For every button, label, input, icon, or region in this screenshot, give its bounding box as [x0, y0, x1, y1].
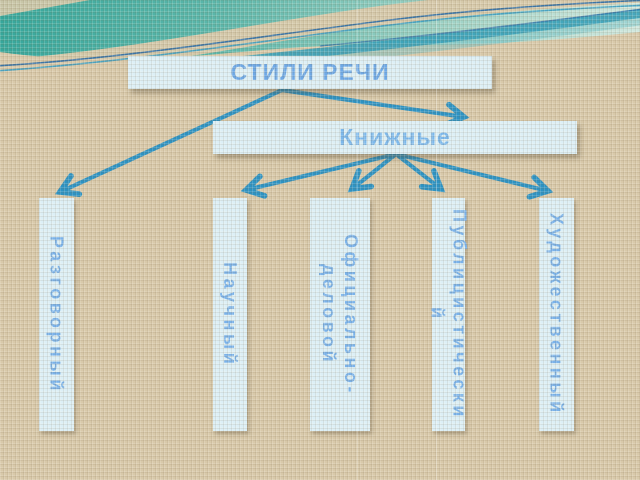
connector-arrow-title-to-books — [279, 87, 470, 128]
pillar-razgovorny: Разговорный — [39, 198, 74, 431]
title-box: СТИЛИ РЕЧИ — [128, 56, 492, 89]
books-group-label: Книжные — [339, 124, 451, 150]
wave-thin-line-right — [319, 8, 640, 47]
pillar-label: Научный — [220, 261, 240, 368]
pillar-artistic: Художественный — [539, 198, 574, 431]
connector-arrow-title-to-razgovorny — [54, 87, 285, 197]
pillar-label: Художественный — [546, 213, 567, 416]
pillar-publicistic: Публицистический — [428, 198, 470, 431]
pillar-label: Разговорный — [46, 235, 67, 394]
connector-arrow-books-to-nauchny — [240, 151, 399, 199]
pillar-label: Официально-деловой — [319, 233, 361, 396]
wave-corner-wedge — [0, 0, 90, 16]
books-group-box: Книжные — [213, 121, 577, 154]
pillar-official-delovoy: Официально-деловой — [310, 198, 370, 431]
connector-arrow-books-to-official — [347, 151, 399, 193]
connector-arrow-books-to-artistic — [393, 151, 554, 200]
wave-thin-line-dark — [0, 0, 640, 67]
connector-arrow-books-to-publicistic — [393, 151, 446, 193]
wave-thin-line-light — [0, 4, 640, 72]
wave-beige-band — [0, 0, 640, 80]
pillar-label: Публицистический — [427, 209, 470, 420]
slide-title: СТИЛИ РЕЧИ — [230, 59, 390, 85]
pillar-nauchny: Научный — [213, 198, 247, 431]
